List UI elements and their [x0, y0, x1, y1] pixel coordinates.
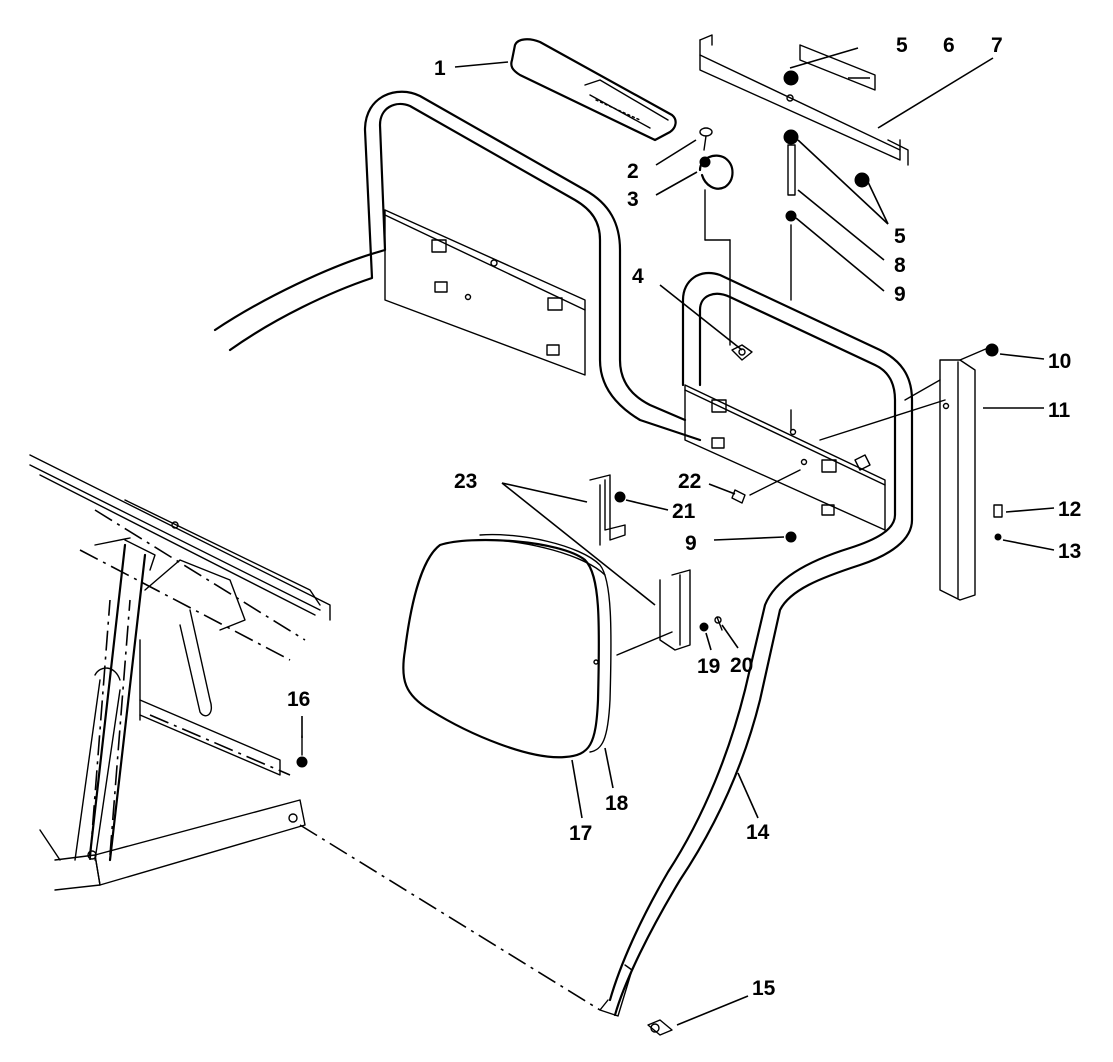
- clamp-bolt: [699, 127, 713, 151]
- callout-14: 14: [746, 821, 770, 844]
- assembly-lines: [79, 189, 989, 1011]
- roll-bar-bolt: [647, 1019, 673, 1036]
- callout-6: 6: [943, 34, 955, 57]
- strip-plate: [799, 44, 876, 91]
- rear-roll-bar: [213, 90, 702, 442]
- callout-1: 1: [434, 57, 446, 80]
- mounting-bracket: [699, 34, 909, 166]
- callout-23: 23: [454, 470, 477, 493]
- callout-5-top: 5: [896, 34, 908, 57]
- seat-cushion: [402, 533, 673, 759]
- leader-lines: [301, 47, 1055, 1026]
- callout-16: 16: [287, 688, 310, 711]
- callout-18: 18: [605, 792, 629, 815]
- callout-21: 21: [672, 500, 696, 523]
- tube-clamp: [698, 154, 734, 190]
- support-channel: [939, 343, 1003, 601]
- callout-9-top: 9: [894, 283, 906, 306]
- frame-bolt: [296, 735, 308, 768]
- callout-19: 19: [697, 655, 720, 678]
- callout-5-mid: 5: [894, 225, 906, 248]
- callout-labels: 1 2 3 4 5 5 6 7 8 9 9 10 11 12 13 14 15 …: [287, 34, 1081, 1000]
- seat-brackets: [589, 474, 691, 651]
- callout-17: 17: [569, 822, 592, 845]
- main-roll-bar: [599, 272, 914, 1017]
- callout-20: 20: [730, 654, 753, 677]
- callout-10: 10: [1048, 350, 1071, 373]
- callout-8: 8: [894, 254, 906, 277]
- left-frame-assembly: [29, 454, 331, 891]
- callout-11: 11: [1048, 399, 1071, 422]
- hardware-stack: [783, 70, 870, 543]
- callout-3: 3: [627, 188, 639, 211]
- square-nut: [731, 344, 753, 361]
- callout-9-bottom: 9: [685, 532, 697, 555]
- callout-15: 15: [752, 977, 776, 1000]
- callout-22: 22: [678, 470, 701, 493]
- callout-13: 13: [1058, 540, 1081, 563]
- roller-tube: [510, 38, 677, 142]
- callout-12: 12: [1058, 498, 1081, 521]
- callout-2: 2: [627, 160, 639, 183]
- small-fasteners: [699, 489, 746, 632]
- callout-7: 7: [991, 34, 1003, 57]
- callout-4: 4: [632, 265, 644, 288]
